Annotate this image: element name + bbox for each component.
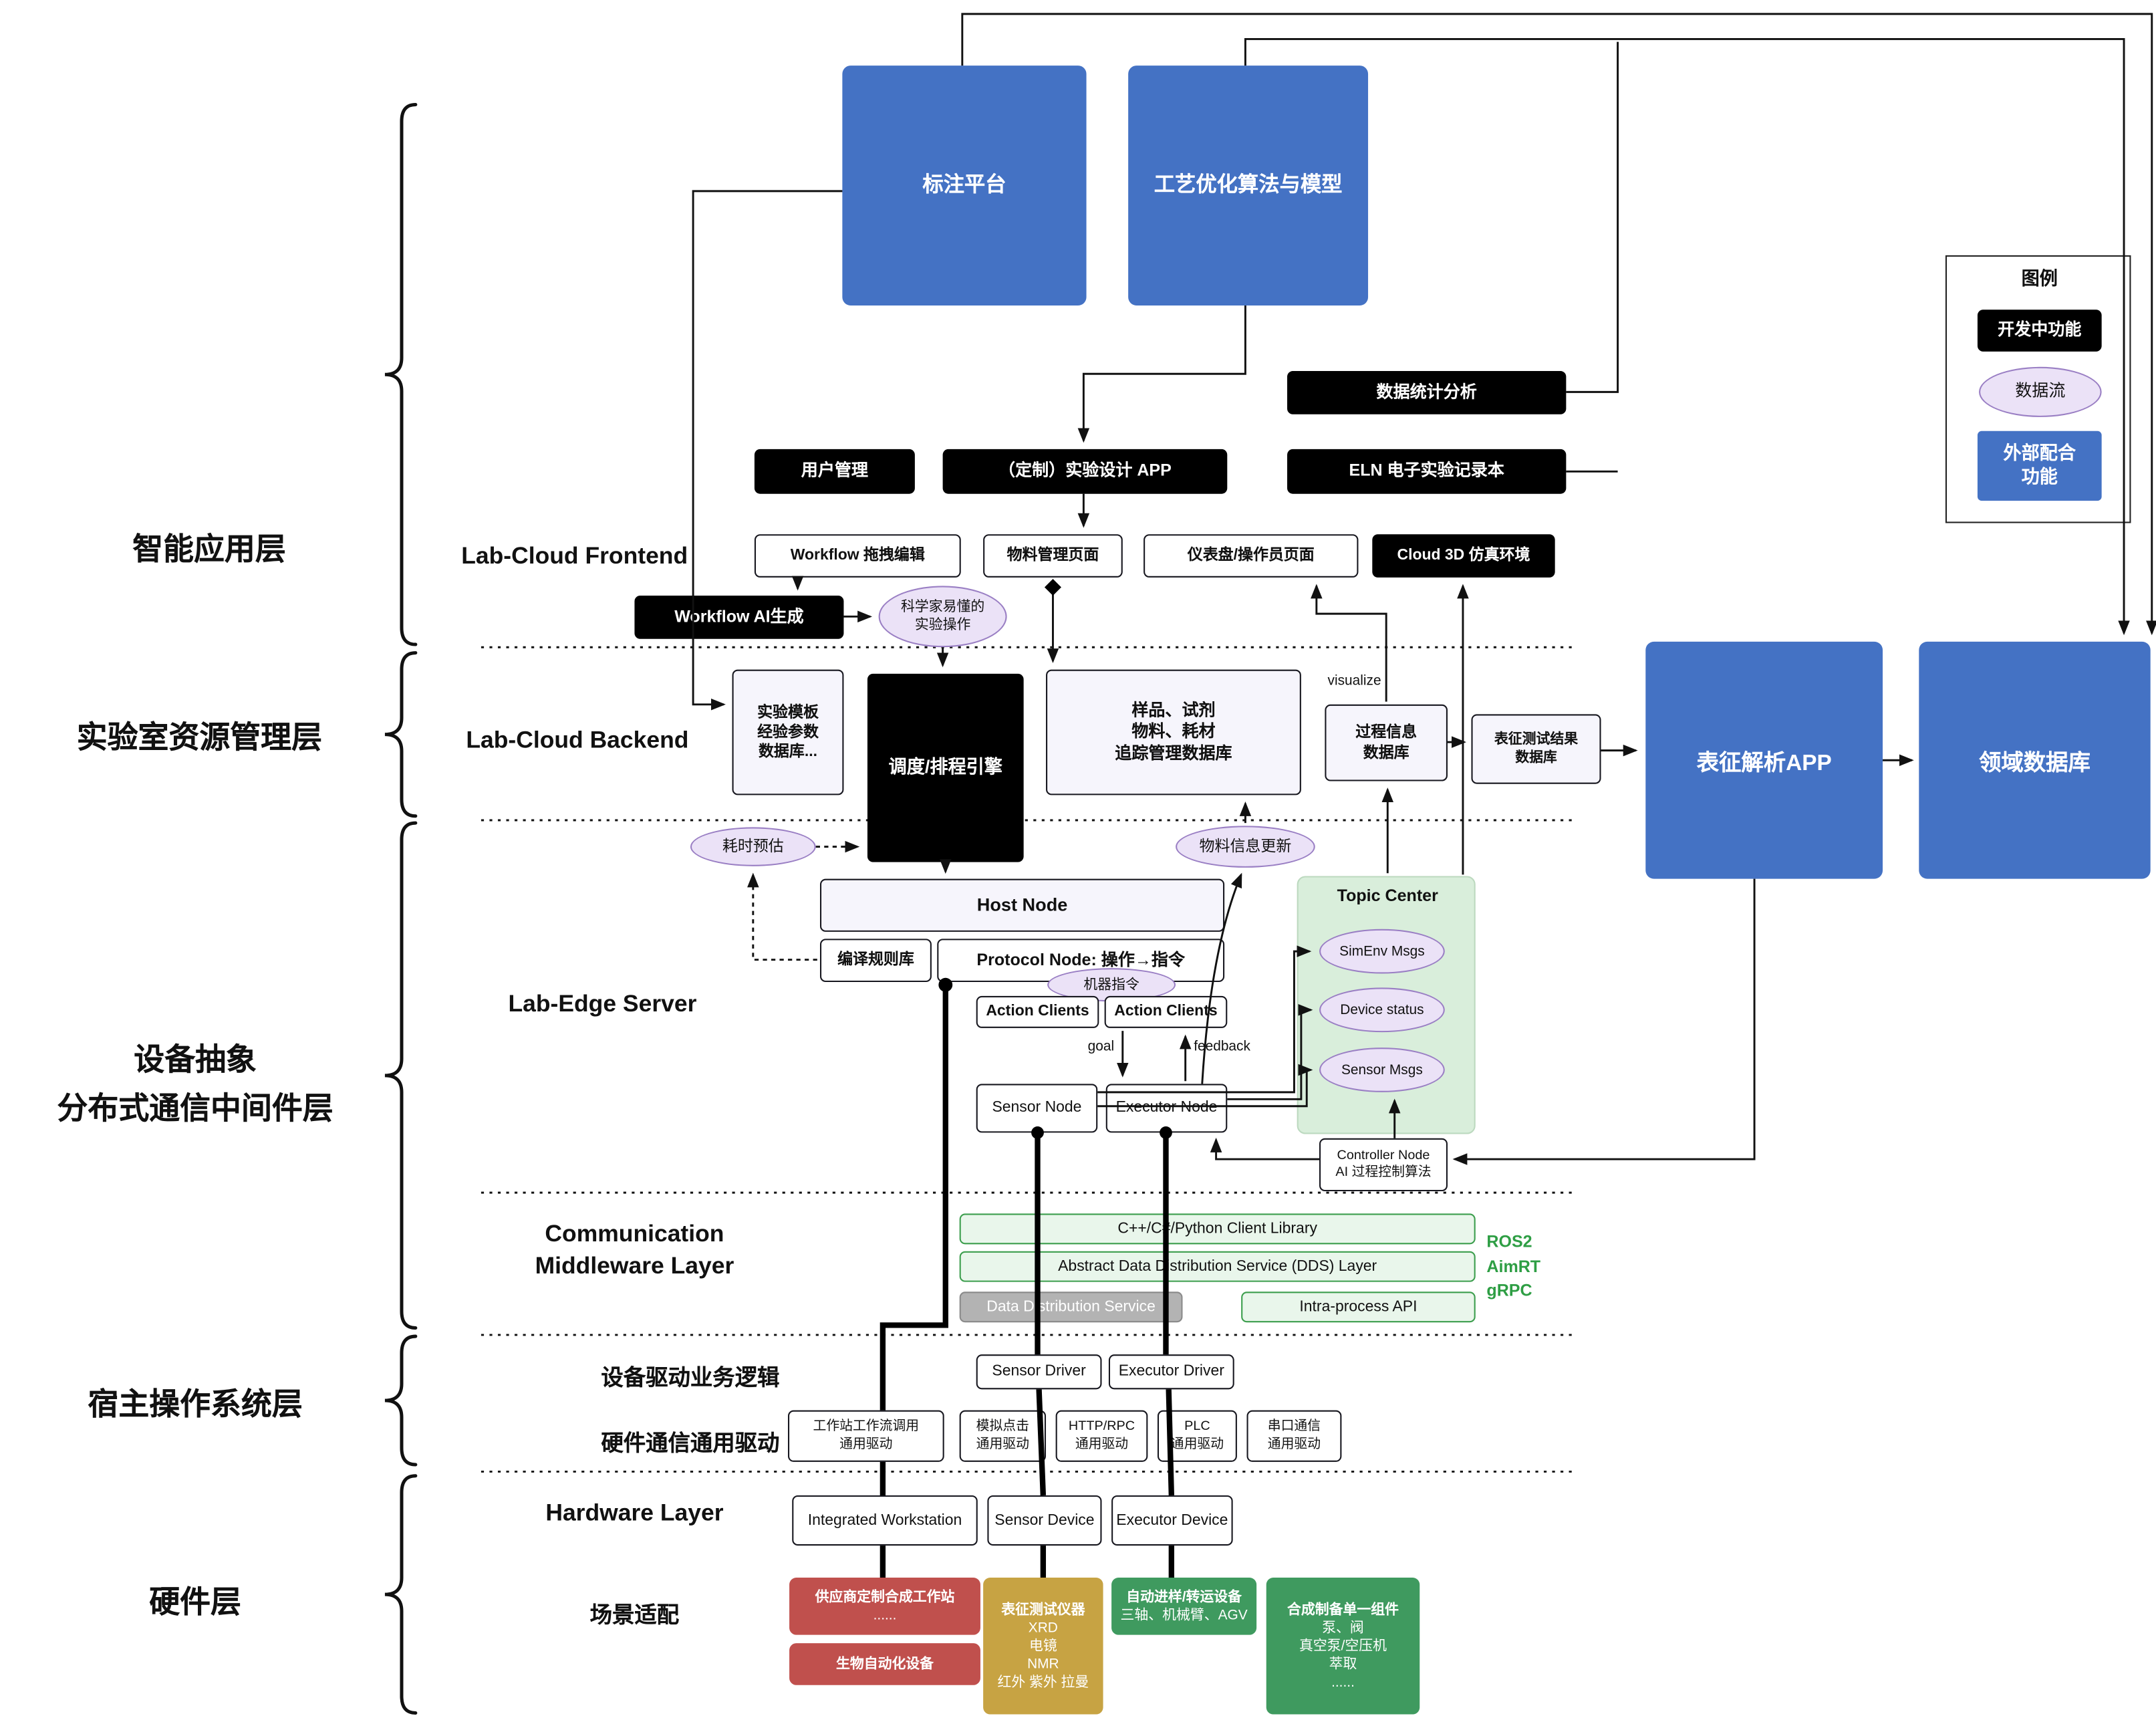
node-intra-process-api: Intra-process API [1241,1292,1476,1323]
layer-label-resource: 实验室资源管理层 [76,719,323,755]
node-driver-workstation-flow: 工作站工作流调用通用驱动 [787,1410,944,1462]
node-executor-driver: Executor Driver [1108,1354,1234,1390]
node-design-app: （定制）实验设计 APP [942,449,1228,494]
node-workflow-ai: Workflow AI生成 [634,596,844,639]
legend-title: 图例 [2021,267,2058,289]
legend-external-feature: 外部配合 功能 [1977,431,2102,501]
node-data-stats: 数据统计分析 [1287,371,1567,414]
node-host-node: Host Node [819,878,1225,932]
node-characterization-result-db: 表征测试结果 数据库 [1471,714,1601,784]
node-sensor-node: Sensor Node [976,1084,1098,1133]
dataflow-simenv-msgs: SimEnv Msgs [1319,929,1445,974]
legend-dataflow: 数据流 [1979,366,2102,417]
label-lab-edge-server: Lab-Edge Server [508,990,697,1017]
label-scenario-adaptation: 场景适配 [589,1604,680,1628]
node-client-library: C++/C#/Python Client Library [959,1213,1476,1245]
node-bio-automation: 生物自动化设备 [789,1643,980,1685]
node-rule-library: 编译规则库 [819,939,932,983]
node-sensor-driver: Sensor Driver [976,1354,1102,1390]
node-dds-abstract-layer: Abstract Data Distribution Service (DDS)… [959,1251,1476,1282]
label-hw-comm-driver: 硬件通信通用驱动 [601,1433,780,1457]
topic-center-title: Topic Center [1337,886,1438,906]
node-scheduling-engine: 调度/排程引擎 [867,673,1024,862]
label-feedback: feedback [1194,1039,1250,1055]
dataflow-time-estimate: 耗时预估 [690,827,816,866]
node-domain-db: 领域数据库 [1919,641,2151,879]
layer-label-app: 智能应用层 [132,531,286,567]
node-process-optimization: 工艺优化算法与模型 [1128,66,1369,305]
node-driver-serial: 串口通信通用驱动 [1246,1410,1342,1462]
node-driver-sim-click: 模拟点击通用驱动 [959,1410,1047,1462]
node-controller-node: Controller Node AI 过程控制算法 [1319,1138,1448,1192]
node-tracking-db: 样品、试剂 物料、耗材 追踪管理数据库 [1046,669,1301,795]
label-lab-cloud-frontend: Lab-Cloud Frontend [461,542,688,570]
label-lab-cloud-backend: Lab-Cloud Backend [466,727,689,753]
legend-dev-feature: 开发中功能 [1977,310,2102,352]
node-vendor-workstation: 供应商定制合成工作站 ...... [789,1578,980,1635]
node-dashboard-page: 仪表盘/操作员页面 [1143,534,1359,578]
node-executor-device: Executor Device [1111,1495,1233,1546]
legend: 图例 开发中功能 数据流 外部配合 功能 [1945,255,2131,523]
dataflow-scientist-ops: 科学家易懂的 实验操作 [878,586,1007,648]
node-cloud3d-sim: Cloud 3D 仿真环境 [1372,534,1555,578]
curly-braces [384,102,418,1715]
label-comm-middleware: Communication Middleware Layer [535,1220,734,1279]
node-process-info-db: 过程信息 数据库 [1325,704,1448,781]
node-user-mgmt: 用户管理 [754,449,915,494]
node-dds-service: Data Distribution Service [959,1292,1183,1323]
label-aimrt: AimRT [1486,1257,1541,1277]
layer-label-hardware: 硬件层 [149,1584,241,1620]
dataflow-material-update: 物料信息更新 [1176,826,1315,868]
node-sensor-device: Sensor Device [987,1495,1102,1546]
label-device-driver-logic: 设备驱动业务逻辑 [601,1366,780,1391]
label-visualize: visualize [1327,673,1381,689]
label-hardware-layer: Hardware Layer [545,1499,724,1526]
node-annotation-platform: 标注平台 [842,66,1087,305]
node-executor-node: Executor Node [1105,1084,1228,1133]
layer-label-middleware: 设备抽象 分布式通信中间件层 [57,1041,333,1126]
node-template-db: 实验模板 经验参数 数据库... [732,669,844,795]
node-synthesis-components: 合成制备单一组件 泵、阀 真空泵/空压机 萃取 ...... [1266,1578,1420,1715]
node-action-clients-1: Action Clients [976,995,1099,1028]
label-ros2: ROS2 [1486,1231,1532,1251]
layer-label-host-os: 宿主操作系统层 [88,1386,303,1422]
label-goal: goal [1087,1039,1115,1055]
node-characterization-instruments: 表征测试仪器 XRD 电镜 NMR 红外 紫外 拉曼 [983,1578,1103,1715]
node-workflow-editor: Workflow 拖拽编辑 [754,534,961,578]
label-grpc: gRPC [1486,1280,1532,1300]
dataflow-sensor-msgs: Sensor Msgs [1319,1048,1445,1092]
node-eln: ELN 电子实验记录本 [1287,449,1567,494]
node-integrated-workstation: Integrated Workstation [792,1495,978,1546]
node-autosampler-transfer: 自动进样/转运设备 三轴、机械臂、AGV [1111,1578,1257,1635]
dataflow-device-status: Device status [1319,987,1445,1033]
node-action-clients-2: Action Clients [1104,995,1228,1028]
node-characterization-app: 表征解析APP [1645,641,1883,879]
node-material-page: 物料管理页面 [983,534,1123,578]
